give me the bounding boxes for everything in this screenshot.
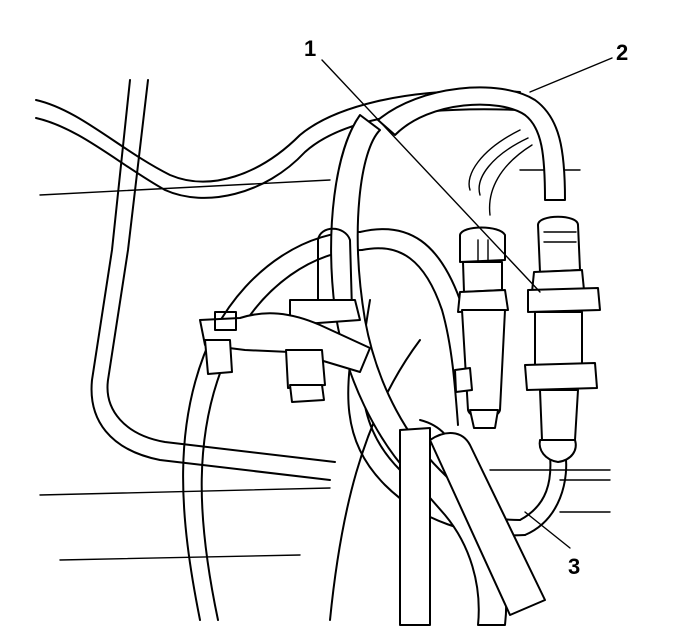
callout-1-label: 1 [304,36,316,61]
callout-2-label: 2 [616,40,628,65]
vehicle-frame [35,79,611,561]
leader-line-2 [529,57,613,93]
leader-lines [321,57,613,549]
left-connector-assembly [199,227,371,403]
leader-line-3 [524,511,571,549]
fuel-connector-right [524,215,601,463]
upper-hose [377,86,566,201]
callout-3-label: 3 [568,554,580,579]
foreground-hose-end [399,427,546,626]
fuel-connector-left [454,129,533,429]
leader-line-1 [321,59,541,293]
